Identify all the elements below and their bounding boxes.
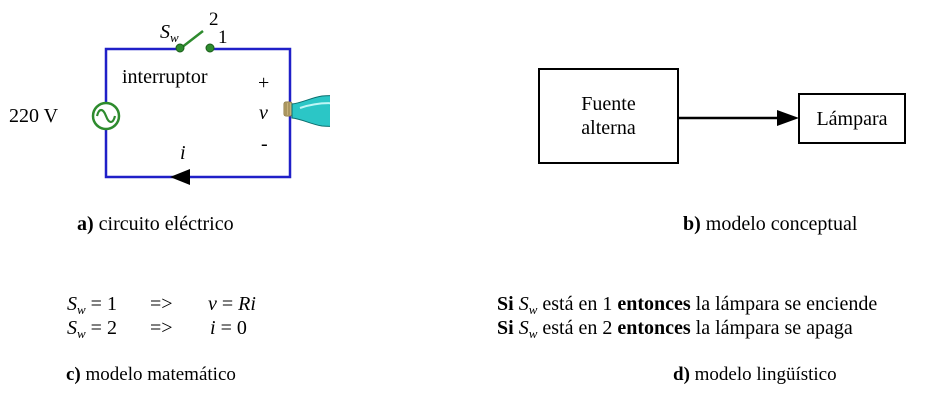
rule-row-2-then: entonces xyxy=(617,317,691,339)
math-row-2-subscript: w xyxy=(77,326,86,341)
math-row-1-rhs: v = Ri xyxy=(208,292,256,316)
switch-position-1: 1 xyxy=(218,27,228,48)
interruptor-label: interruptor xyxy=(122,66,208,88)
circuit-diagram xyxy=(91,30,330,185)
math-row-2-var: i xyxy=(210,317,216,339)
math-row-1-var: v xyxy=(208,293,217,315)
caption-b: b) modelo conceptual xyxy=(683,212,857,236)
caption-a-letter: a) xyxy=(77,213,94,235)
caption-b-letter: b) xyxy=(683,213,701,235)
math-row-2-rhs-eq: = 0 xyxy=(215,317,247,339)
math-row-2-symbol: S xyxy=(67,317,77,339)
block-arrow xyxy=(679,110,799,126)
rule-row-1-condition: está en 1 xyxy=(537,293,618,315)
math-row-1-rhs-eq: = xyxy=(216,293,239,315)
ac-source-icon xyxy=(91,101,121,131)
rule-row-2-condition: está en 2 xyxy=(537,317,618,339)
rule-row-2-if: Si xyxy=(497,317,514,339)
math-row-1-subscript: w xyxy=(77,302,86,317)
plus-sign: + xyxy=(258,72,270,94)
caption-a-text: circuito eléctrico xyxy=(93,213,234,235)
caption-d-letter: d) xyxy=(673,364,690,385)
math-row-2-eq: = 2 xyxy=(85,317,117,339)
lamp-block-label: Lámpara xyxy=(816,107,888,130)
source-block-line2: alterna xyxy=(581,117,636,139)
caption-d: d) modelo lingüístico xyxy=(673,364,837,386)
switch-position-2: 2 xyxy=(209,9,219,30)
rule-row-1-then: entonces xyxy=(617,293,691,315)
light-bulb-icon xyxy=(283,95,330,127)
source-voltage-label: 220 V xyxy=(9,105,59,127)
rule-row-1-if: Si xyxy=(497,293,514,315)
circuit-wires xyxy=(104,47,292,179)
math-row-2: Sw = 2 xyxy=(67,316,117,340)
rule-row-2-subscript: w xyxy=(528,326,538,341)
rule-row-2-consequence: la lámpara se apaga xyxy=(690,317,853,339)
rule-row-1-consequence: la lámpara se enciende xyxy=(690,293,878,315)
voltage-label: v xyxy=(259,102,268,124)
switch-label: Sw xyxy=(160,20,179,44)
caption-b-text: modelo conceptual xyxy=(700,213,858,235)
minus-sign: - xyxy=(261,133,268,155)
math-row-1-implies: => xyxy=(150,293,173,315)
rule-row-2-symbol: S xyxy=(518,317,529,339)
math-row-2-rhs: i = 0 xyxy=(210,316,247,340)
caption-c-letter: c) xyxy=(66,364,81,385)
math-row-2-implies: => xyxy=(150,317,173,339)
math-row-1-eq: = 1 xyxy=(85,293,117,315)
lamp-block: Lámpara xyxy=(798,93,906,144)
rule-row-1-symbol: S xyxy=(518,293,529,315)
math-row-1-symbol: S xyxy=(67,293,77,315)
caption-a: a) circuito eléctrico xyxy=(77,212,234,236)
switch-symbol-text: S xyxy=(160,21,170,43)
math-row-1-rhs-expr: Ri xyxy=(238,293,256,315)
caption-c: c) modelo matemático xyxy=(66,364,236,386)
switch-subscript: w xyxy=(170,30,179,45)
caption-c-text: modelo matemático xyxy=(80,364,236,385)
current-label: i xyxy=(180,142,186,164)
current-arrow xyxy=(170,169,190,185)
switch-symbol xyxy=(175,30,215,53)
caption-d-text: modelo lingüístico xyxy=(689,364,837,385)
rule-row-1-subscript: w xyxy=(528,302,538,317)
source-block-line1: Fuente xyxy=(581,93,636,115)
source-block: Fuente alterna xyxy=(538,68,679,164)
rule-row-1: Si Sw está en 1 entonces la lámpara se e… xyxy=(497,292,877,316)
math-row-1: Sw = 1 xyxy=(67,292,117,316)
rule-row-2: Si Sw está en 2 entonces la lámpara se a… xyxy=(497,316,853,340)
